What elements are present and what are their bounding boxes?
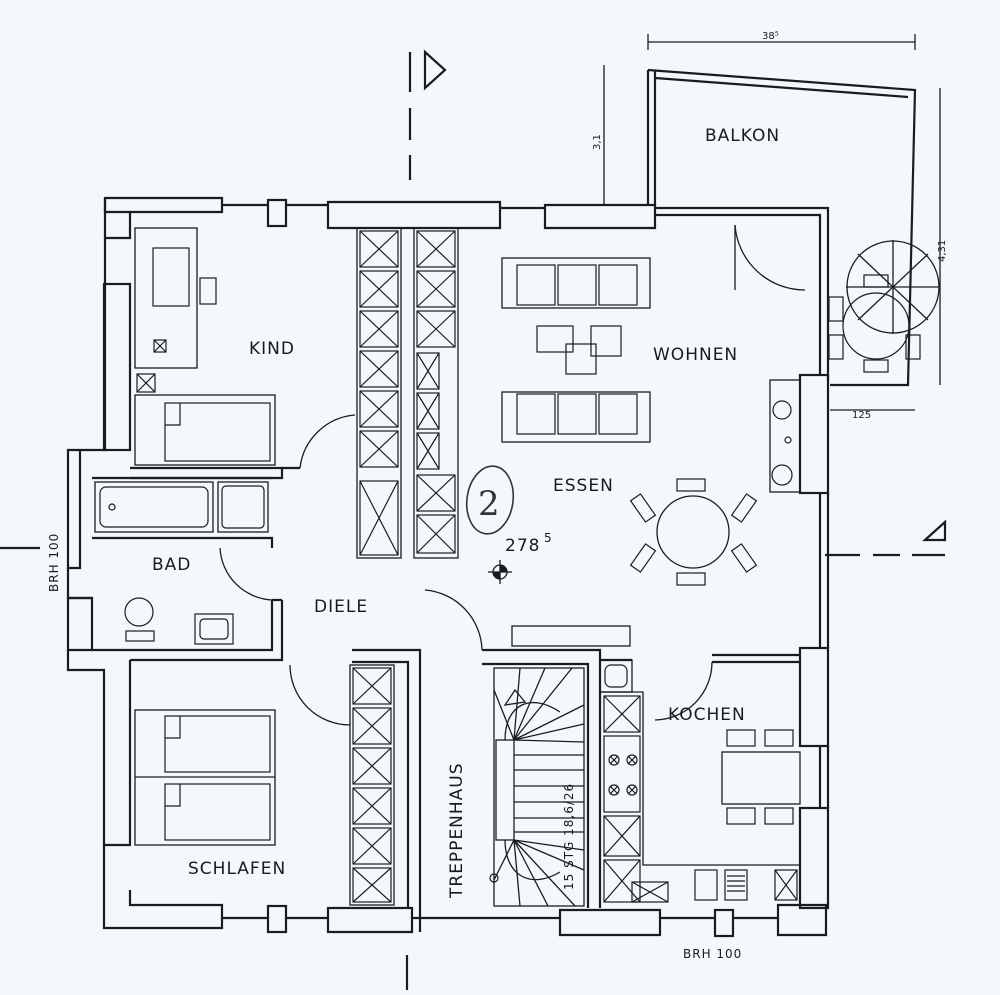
room-label-diele: DIELE bbox=[314, 597, 368, 617]
dimension-125: 125 bbox=[830, 409, 915, 421]
brh-label-bottom: BRH 100 bbox=[683, 947, 742, 961]
room-label-treppenhaus: TREPPENHAUS bbox=[447, 762, 467, 899]
elevation-superscript: 5 bbox=[544, 531, 553, 545]
cupboards-right-column bbox=[413, 227, 459, 559]
room-label-essen: ESSEN bbox=[553, 476, 614, 496]
kind-furniture bbox=[134, 227, 276, 466]
room-label-balkon: BALKON bbox=[705, 126, 780, 146]
cupboards-schlafen bbox=[349, 664, 395, 906]
dimension-balcony-left: 3,1 bbox=[592, 65, 605, 205]
essen-table bbox=[629, 478, 758, 586]
exterior-walls bbox=[66, 196, 830, 938]
kitchen-counter bbox=[599, 659, 801, 905]
elevation-value: 278 bbox=[505, 536, 540, 556]
kitchen-table bbox=[721, 729, 801, 825]
sideboard bbox=[769, 379, 801, 493]
bad-furniture bbox=[94, 481, 269, 645]
dimension-top: 38⁵ bbox=[647, 31, 916, 50]
section-marker-right bbox=[825, 519, 947, 557]
wohnen-seating bbox=[501, 257, 651, 443]
schlafen-beds bbox=[134, 709, 276, 846]
room-label-kind: KIND bbox=[249, 339, 295, 359]
balcony bbox=[646, 68, 940, 387]
room-label-kochen: KOCHEN bbox=[668, 705, 746, 725]
elevation-label: 278 5 bbox=[505, 531, 553, 556]
section-marker-top bbox=[408, 49, 447, 180]
doors bbox=[219, 224, 806, 726]
room-label-bad: BAD bbox=[152, 555, 191, 575]
staircase bbox=[489, 667, 585, 907]
room-label-wohnen: WOHNEN bbox=[653, 345, 738, 365]
cupboards-left-column bbox=[356, 227, 402, 559]
elevation-marker bbox=[488, 560, 512, 584]
dimension-balcony-left-label: 3,1 bbox=[592, 134, 603, 150]
balcony-table-umbrella bbox=[828, 240, 940, 373]
stair-note: 15 STG 18,6/26 bbox=[562, 783, 576, 890]
handwritten-mark: 2 bbox=[465, 465, 515, 535]
handwritten-number: 2 bbox=[478, 484, 500, 524]
dimension-balcony-right-label: 4,31 bbox=[937, 240, 948, 262]
room-label-schlafen: SCHLAFEN bbox=[188, 859, 286, 879]
dimension-top-label: 38⁵ bbox=[762, 31, 779, 42]
dimension-balcony-right: 4,31 bbox=[937, 88, 948, 385]
dimension-125-label: 125 bbox=[852, 410, 871, 421]
diele-sideboard bbox=[511, 625, 631, 647]
brh-label-left: BRH 100 bbox=[47, 533, 61, 592]
